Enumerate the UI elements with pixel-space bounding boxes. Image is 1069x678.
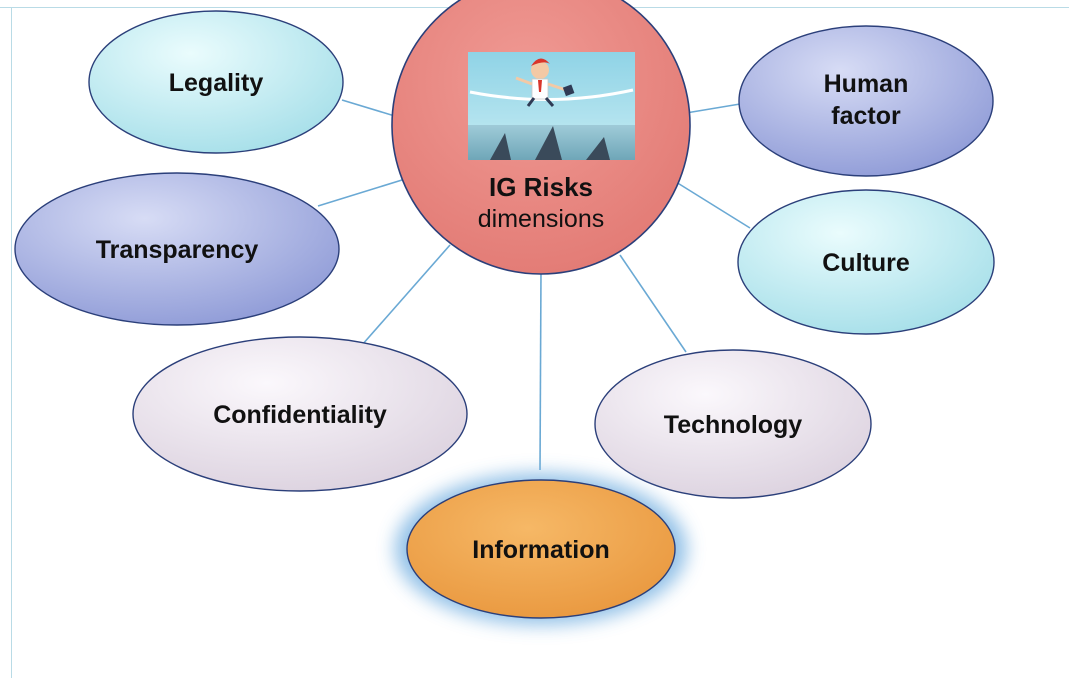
connector-information [539,269,542,471]
connector-technology [619,254,687,353]
node-culture-label: Culture [822,249,910,277]
frame-border-left [11,7,12,678]
center-title: IG Risks [489,172,593,202]
node-culture: Culture [737,189,995,335]
node-legality: Legality [88,10,344,154]
center-node: IG Risks dimensions [391,0,691,275]
connector-human-factor [685,103,741,114]
node-information-label: Information [472,536,610,564]
connector-culture [675,181,751,229]
connector-transparency [317,179,403,207]
connector-lines [317,99,751,471]
connector-legality [341,99,399,118]
node-technology-label: Technology [664,411,803,439]
connector-confidentiality [361,244,451,346]
node-transparency-label: Transparency [96,236,259,264]
node-legality-label: Legality [169,69,264,97]
businessman-tightrope-over-sharks-image [468,52,635,160]
node-transparency: Transparency [14,172,340,326]
node-confidentiality: Confidentiality [132,336,468,492]
node-human-factor-label-line1: Human [824,70,909,98]
node-human-factor-label-line2: factor [831,102,901,130]
node-confidentiality-label: Confidentiality [213,401,387,429]
center-subtitle: dimensions [478,205,604,233]
node-technology: Technology [594,349,872,499]
node-information: Information [395,473,687,625]
node-human-factor: Human factor [738,25,994,177]
